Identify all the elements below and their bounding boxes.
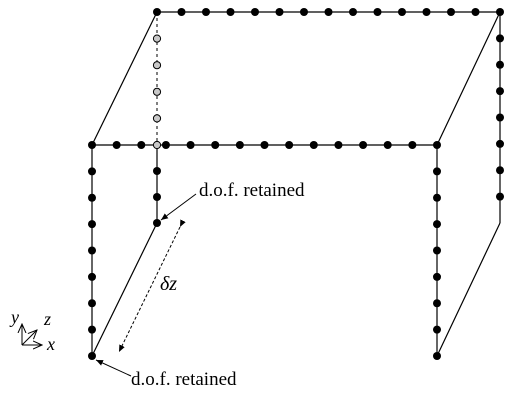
node — [88, 325, 96, 334]
hidden-node — [152, 34, 162, 43]
node — [433, 325, 441, 334]
node — [447, 8, 455, 16]
node — [186, 141, 195, 149]
node — [137, 141, 146, 149]
node — [88, 141, 96, 149]
node — [153, 167, 161, 175]
node — [433, 141, 441, 149]
node — [496, 60, 504, 69]
node — [433, 167, 441, 176]
axis-y-label: y — [9, 307, 19, 327]
axis-x-label: x — [46, 334, 55, 354]
node — [285, 141, 294, 149]
node — [496, 192, 504, 201]
node — [422, 8, 431, 16]
node — [471, 8, 480, 16]
dof-bottom-leader — [95, 359, 132, 377]
node — [334, 141, 343, 149]
nodes — [88, 8, 504, 360]
dof-top-leader — [160, 193, 197, 221]
node — [398, 8, 406, 16]
node — [260, 141, 269, 149]
hidden-node — [152, 87, 162, 96]
node — [309, 141, 318, 149]
node — [359, 141, 368, 149]
node — [496, 113, 504, 122]
left-top-depth-edge — [91, 11, 158, 146]
hidden-nodes — [152, 34, 162, 150]
node — [211, 141, 220, 149]
node — [373, 8, 382, 16]
node — [88, 272, 96, 281]
node — [177, 8, 186, 16]
node — [408, 141, 417, 149]
node — [349, 8, 357, 16]
node — [153, 193, 161, 201]
node — [275, 8, 284, 16]
node — [433, 272, 441, 281]
node — [202, 8, 210, 16]
node — [112, 141, 121, 149]
node — [153, 8, 161, 16]
node — [496, 166, 504, 175]
node — [153, 219, 161, 227]
node — [300, 8, 308, 16]
node — [161, 141, 170, 149]
axes-triad-icon — [22, 324, 42, 345]
node — [496, 34, 504, 43]
node — [496, 87, 504, 96]
node — [433, 220, 441, 229]
node — [88, 352, 96, 360]
node — [235, 141, 244, 149]
dof-bottom-label: d.o.f. retained — [131, 369, 237, 390]
delta-z-arrow — [118, 219, 186, 353]
dof-top-label: d.o.f. retained — [199, 180, 305, 201]
node — [496, 8, 504, 16]
hidden-node — [152, 140, 162, 150]
node — [433, 246, 441, 255]
hidden-node — [152, 61, 162, 70]
node — [496, 139, 504, 148]
node — [88, 220, 96, 229]
delta-z-label: δz — [160, 273, 177, 295]
node — [433, 352, 441, 360]
node — [226, 8, 235, 16]
left-bottom-depth-edge — [91, 222, 158, 357]
node — [433, 299, 441, 308]
node — [383, 141, 392, 149]
node — [251, 8, 259, 16]
node — [433, 193, 441, 202]
node — [88, 299, 96, 308]
node — [88, 193, 96, 202]
node — [88, 167, 96, 176]
axis-z-label: z — [43, 309, 51, 329]
right-bottom-depth-edge — [436, 222, 501, 357]
node — [88, 246, 96, 255]
hidden-node — [152, 114, 162, 123]
axis-z-line — [21, 330, 37, 346]
node — [324, 8, 333, 16]
right-top-depth-edge — [436, 11, 501, 146]
